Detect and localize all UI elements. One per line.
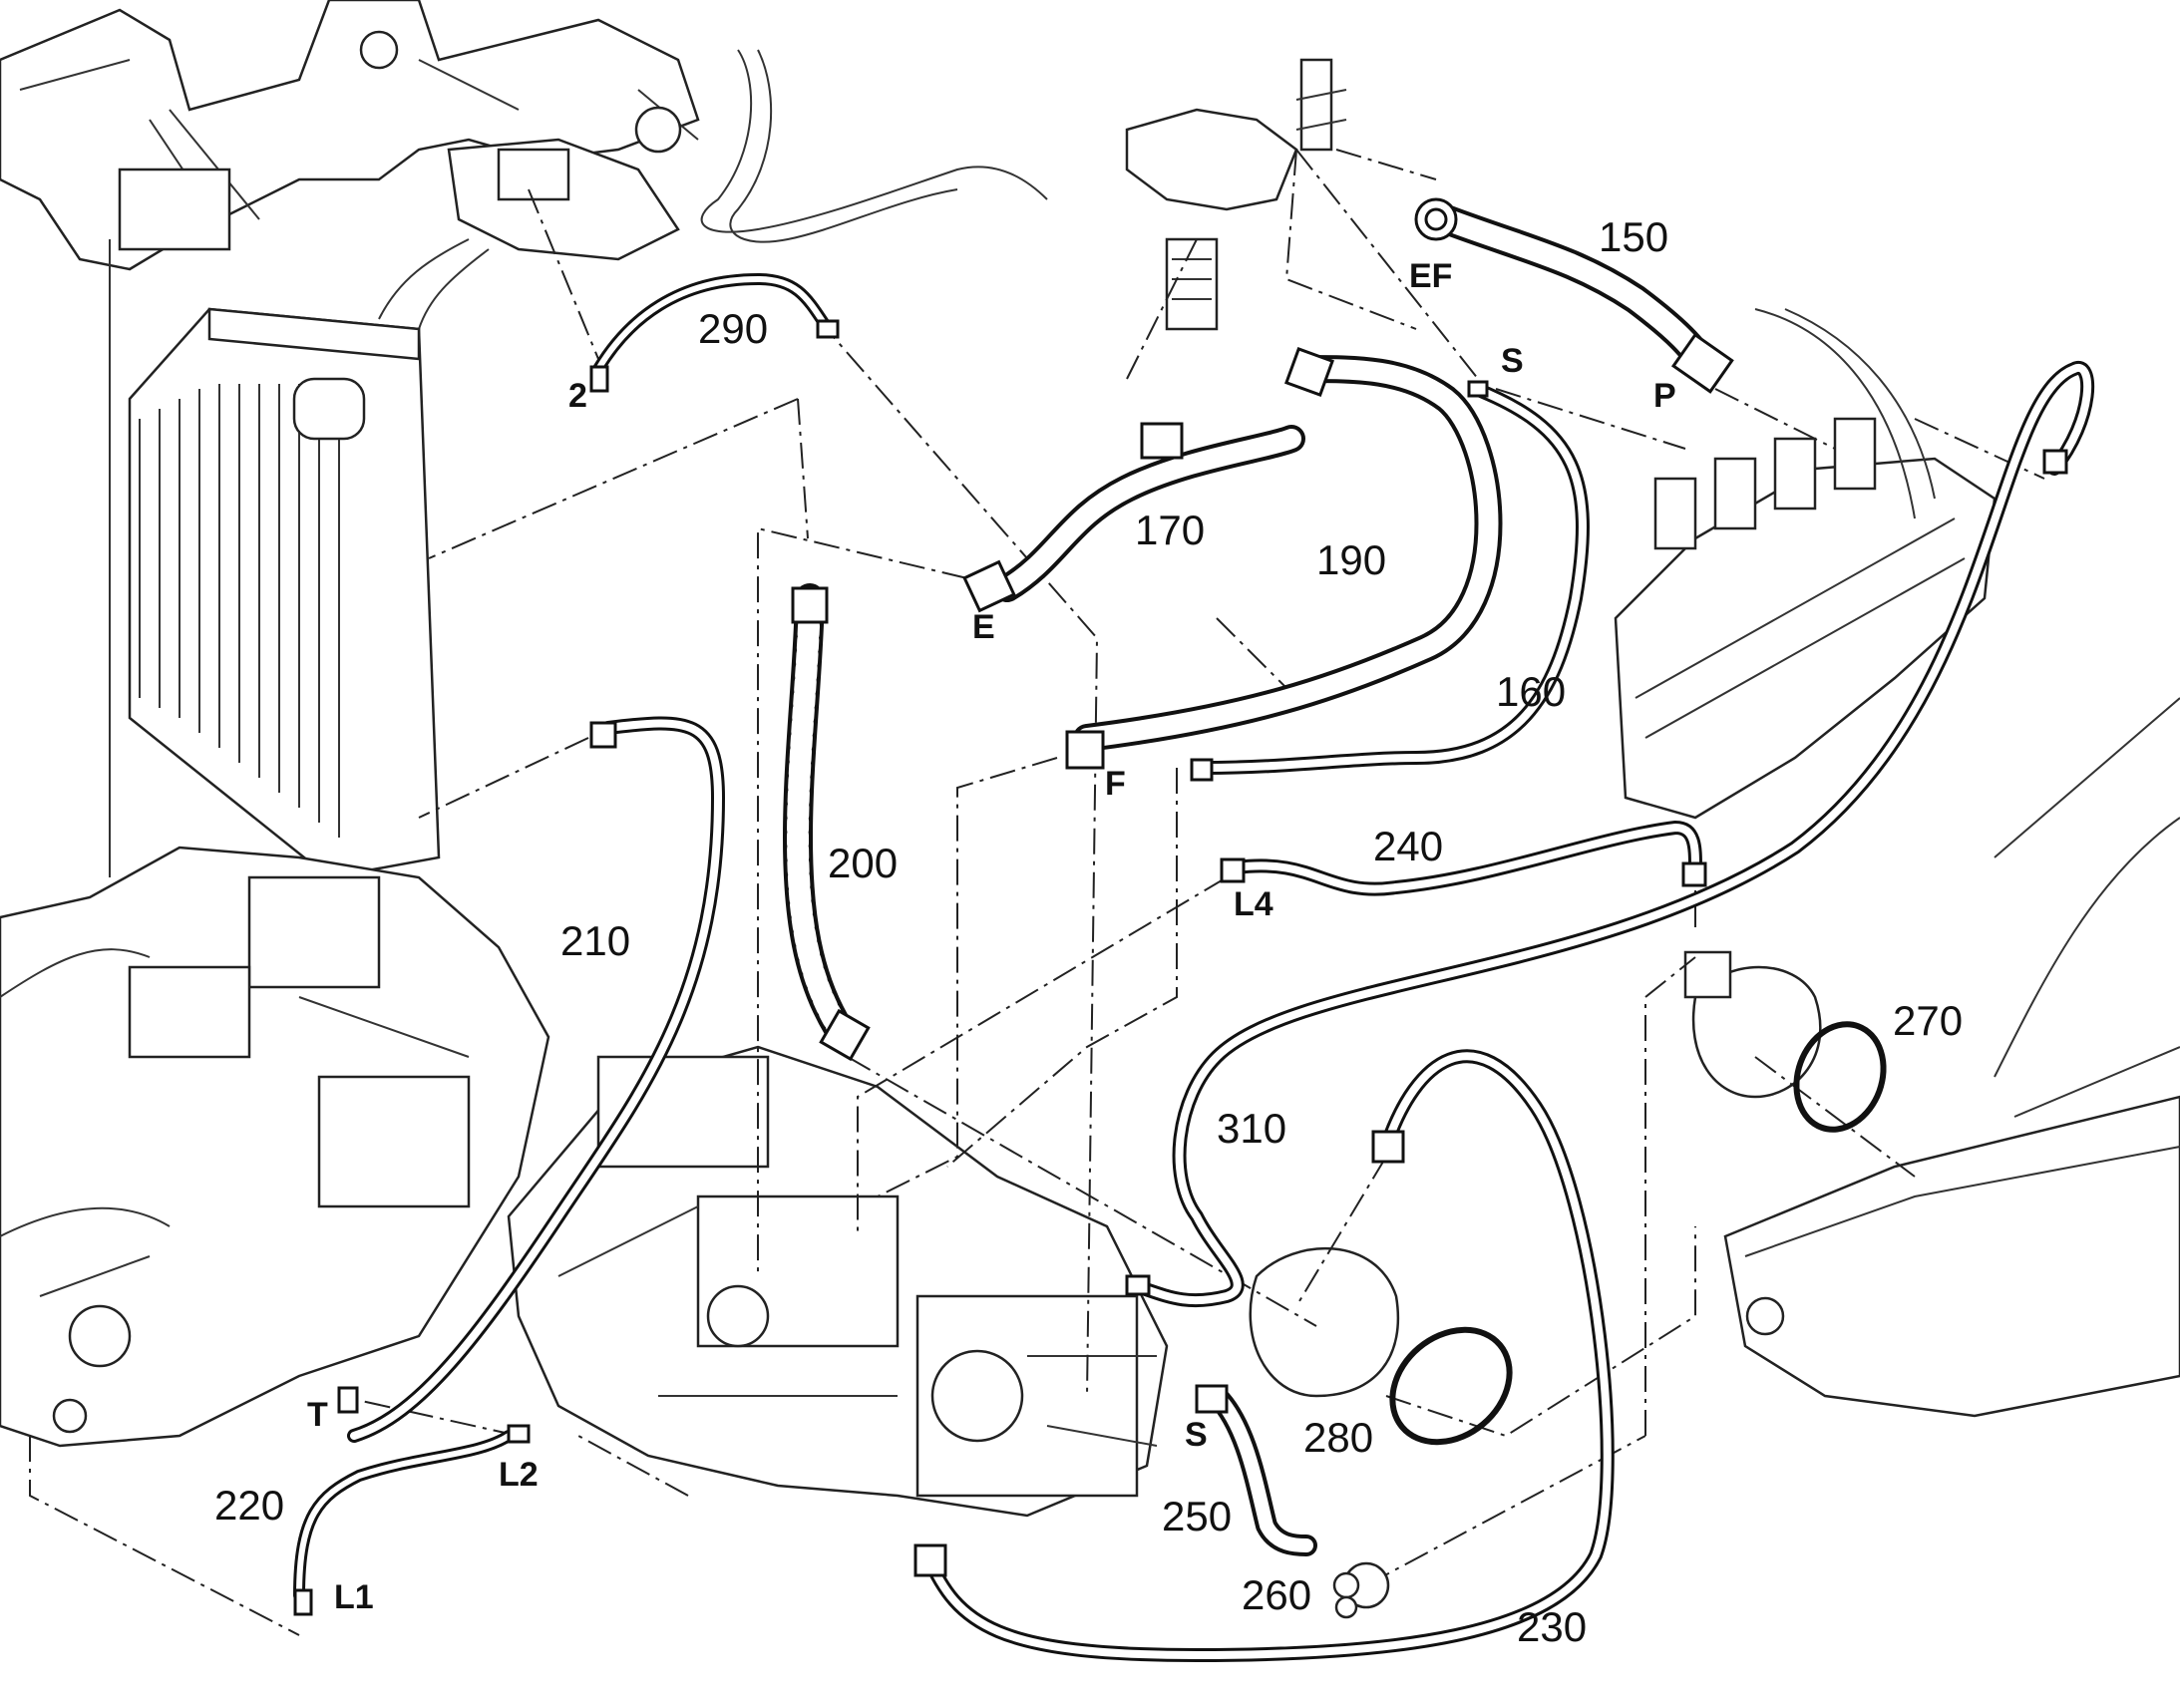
hose-220 (293, 1424, 531, 1616)
clamp-260 (1332, 1561, 1390, 1619)
flange-280-mount (1249, 1246, 1400, 1398)
chassis-frame (0, 0, 700, 877)
port-label-2: 2 (568, 377, 587, 415)
hose-170 (962, 422, 1305, 613)
port-label-e: E (972, 608, 995, 646)
port-label-l1: L1 (334, 1578, 374, 1616)
port-label-f: F (1105, 765, 1126, 803)
label-250: 250 (1162, 1493, 1232, 1539)
port-label-l4: L4 (1234, 885, 1273, 923)
label-210: 210 (560, 917, 630, 964)
o-ring-280 (1389, 1326, 1513, 1446)
hose-240 (1220, 821, 1707, 896)
label-220: 220 (214, 1482, 284, 1529)
hose-190 (1065, 347, 1503, 770)
control-valve-bank (1614, 308, 1997, 820)
label-200: 200 (828, 840, 898, 886)
travel-pump-assembly (507, 1045, 1169, 1518)
hose-160 (1190, 380, 1590, 782)
label-270: 270 (1893, 997, 1963, 1044)
label-290: 290 (698, 305, 768, 352)
label-230: 230 (1517, 1603, 1587, 1650)
label-310: 310 (1217, 1105, 1286, 1152)
label-170: 170 (1135, 507, 1205, 553)
part-number-labels: 150 160 170 190 200 210 220 230 240 250 … (214, 213, 1963, 1650)
label-160: 160 (1496, 668, 1566, 715)
port-label-s-lower: S (1185, 1416, 1208, 1454)
o-ring-270 (1793, 1021, 1887, 1133)
hose-290 (589, 273, 840, 393)
port-label-ef: EF (1409, 257, 1452, 295)
port-label-t: T (307, 1396, 328, 1434)
port-label-p: P (1653, 377, 1676, 415)
radiator-cooler (128, 307, 441, 879)
label-240: 240 (1373, 823, 1443, 869)
hydraulic-tank (1723, 697, 2180, 1418)
label-150: 150 (1599, 213, 1668, 260)
port-label-l2: L2 (499, 1456, 539, 1494)
port-label-s-upper: S (1501, 342, 1524, 380)
hose-150 (1414, 197, 1734, 394)
hose-310 (1125, 361, 2095, 1308)
hose-210 (337, 716, 725, 1443)
port-labels: EF P S E F 2 L4 T L2 L1 S (307, 257, 1676, 1616)
pilot-control-valve (378, 49, 1048, 330)
label-280: 280 (1303, 1414, 1373, 1461)
hose-200 (783, 583, 871, 1062)
filter-valve-block (1125, 58, 1347, 331)
engine-block (0, 846, 550, 1448)
hose-230 (913, 1049, 1615, 1662)
hose-250 (1195, 1384, 1317, 1556)
label-260: 260 (1242, 1571, 1311, 1618)
label-190: 190 (1316, 536, 1386, 583)
